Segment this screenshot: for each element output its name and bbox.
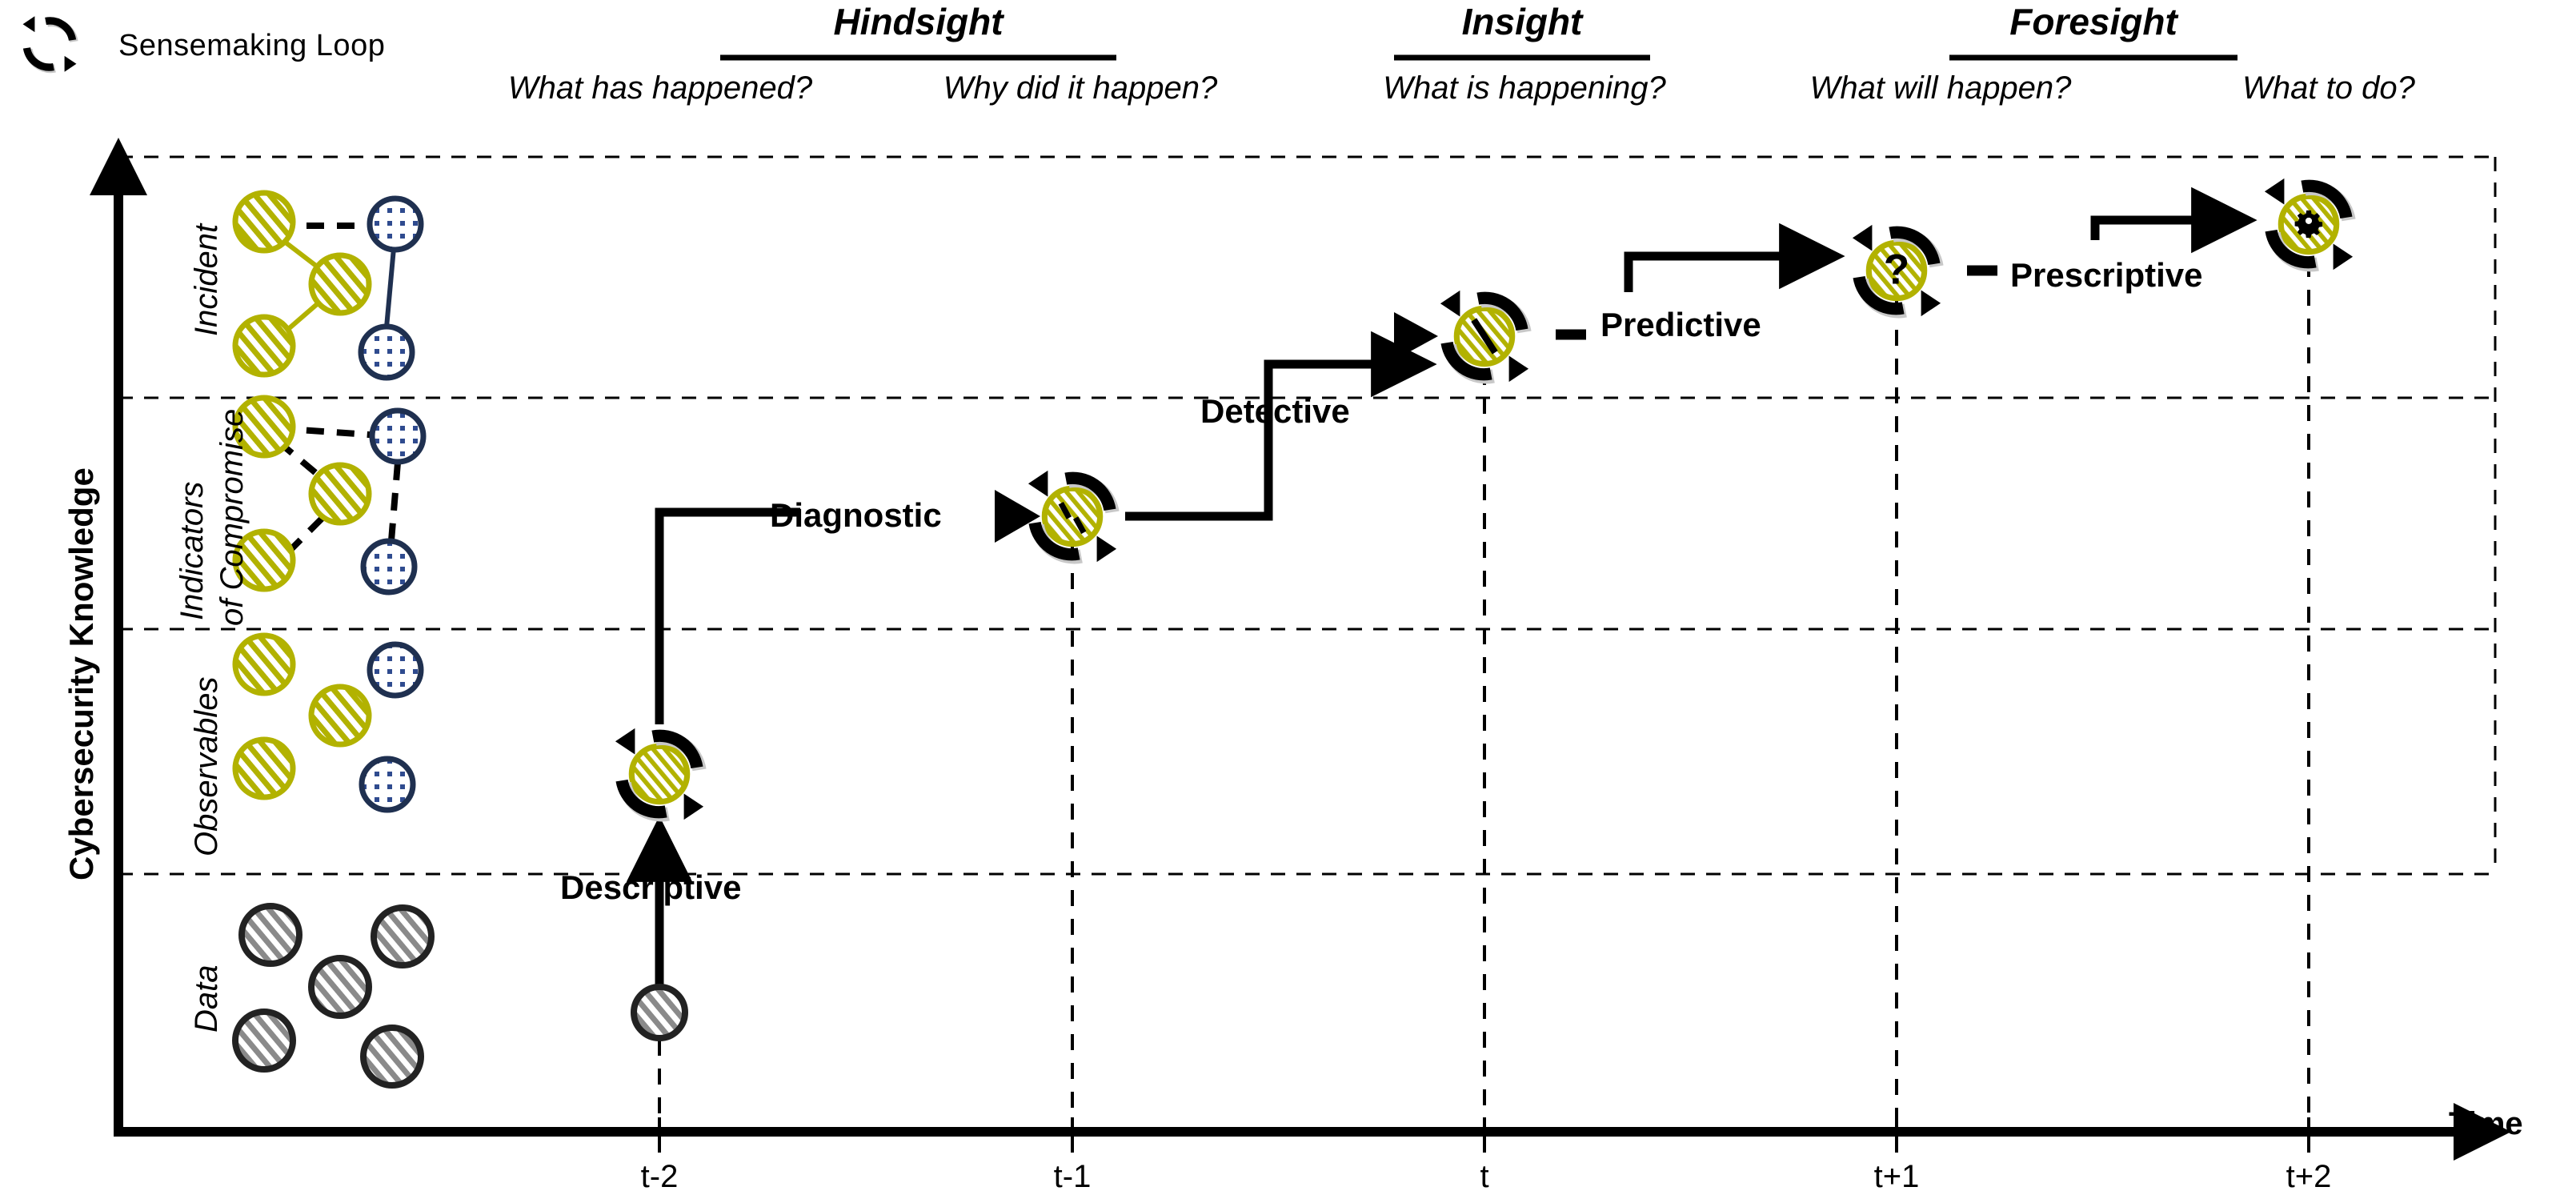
stage-dash-marks <box>1556 265 1997 340</box>
svg-text:?: ? <box>1884 246 1909 293</box>
sensemaking-loop-icon <box>23 16 77 71</box>
cluster-incident <box>232 190 424 381</box>
stage-label-prescriptive: Prescriptive <box>2010 256 2203 294</box>
x-tick-t-2: t-2 <box>640 1159 679 1194</box>
x-ticks <box>658 1117 2310 1153</box>
x-tick-t-1: t-1 <box>1053 1159 1092 1194</box>
y-axis-title: Cybersecurity Knowledge <box>62 467 100 880</box>
row-label-indicators: Indicators <box>174 481 210 620</box>
loop-predictive[interactable]: ? <box>1853 225 1941 316</box>
stage-label-descriptive: Descriptive <box>560 868 742 906</box>
loop-diagnostic[interactable] <box>1028 471 1116 562</box>
x-tick-t: t <box>1480 1159 1489 1194</box>
arrowhead-diagnostic <box>995 490 1040 543</box>
gear-icon <box>2294 210 2323 239</box>
data-node-t-2 <box>631 984 688 1041</box>
cluster-data <box>232 903 435 1089</box>
row-label-of-compromise: of Compromise <box>214 408 250 626</box>
cluster-indicators-of-compromise <box>232 395 427 595</box>
loop-detective[interactable] <box>1440 291 1528 382</box>
phase-question-what-will-happen: What will happen? <box>1809 70 2072 106</box>
connector-diagnostic-to-detective <box>1125 331 1437 521</box>
time-gridlines <box>658 232 2310 1125</box>
connector-data-to-descriptive <box>626 816 693 1041</box>
loop-prescriptive[interactable] <box>2265 178 2353 270</box>
phase-title-insight: Insight <box>1461 1 1583 42</box>
phase-question-what-to-do: What to do? <box>2242 70 2415 106</box>
stage-label-detective: Detective <box>1200 392 1350 430</box>
phase-title-hindsight: Hindsight <box>833 1 1004 42</box>
phase-question-why-did-it-happen: Why did it happen? <box>943 70 1218 106</box>
stage-label-predictive: Predictive <box>1600 306 1761 343</box>
axis-lines <box>90 138 2511 1161</box>
row-separators <box>118 155 2497 876</box>
connector-detective-to-predictive <box>1624 223 1845 292</box>
stage-label-diagnostic: Diagnostic <box>770 496 942 534</box>
x-axis-title: Time <box>2449 1106 2523 1141</box>
row-label-data: Data <box>189 964 224 1033</box>
x-tick-t-plus-1: t+1 <box>1873 1159 1920 1194</box>
arrowhead-detective <box>1394 312 1438 360</box>
connector-descriptive-to-diagnostic <box>655 507 800 724</box>
phase-question-what-is-happening: What is happening? <box>1383 70 1666 106</box>
legend-label: Sensemaking Loop <box>118 29 386 62</box>
cluster-observables <box>232 632 424 813</box>
row-label-incident: Incident <box>189 223 224 336</box>
x-tick-t-plus-2: t+2 <box>2286 1159 2332 1194</box>
phase-question-what-has-happened: What has happened? <box>507 70 813 106</box>
connector-predictive-to-prescriptive <box>2090 186 2258 254</box>
row-label-observables: Observables <box>189 676 224 856</box>
stage-inbound-arrowheads <box>995 312 1438 543</box>
loop-descriptive[interactable] <box>615 728 703 820</box>
phase-title-foresight: Foresight <box>2009 1 2177 42</box>
